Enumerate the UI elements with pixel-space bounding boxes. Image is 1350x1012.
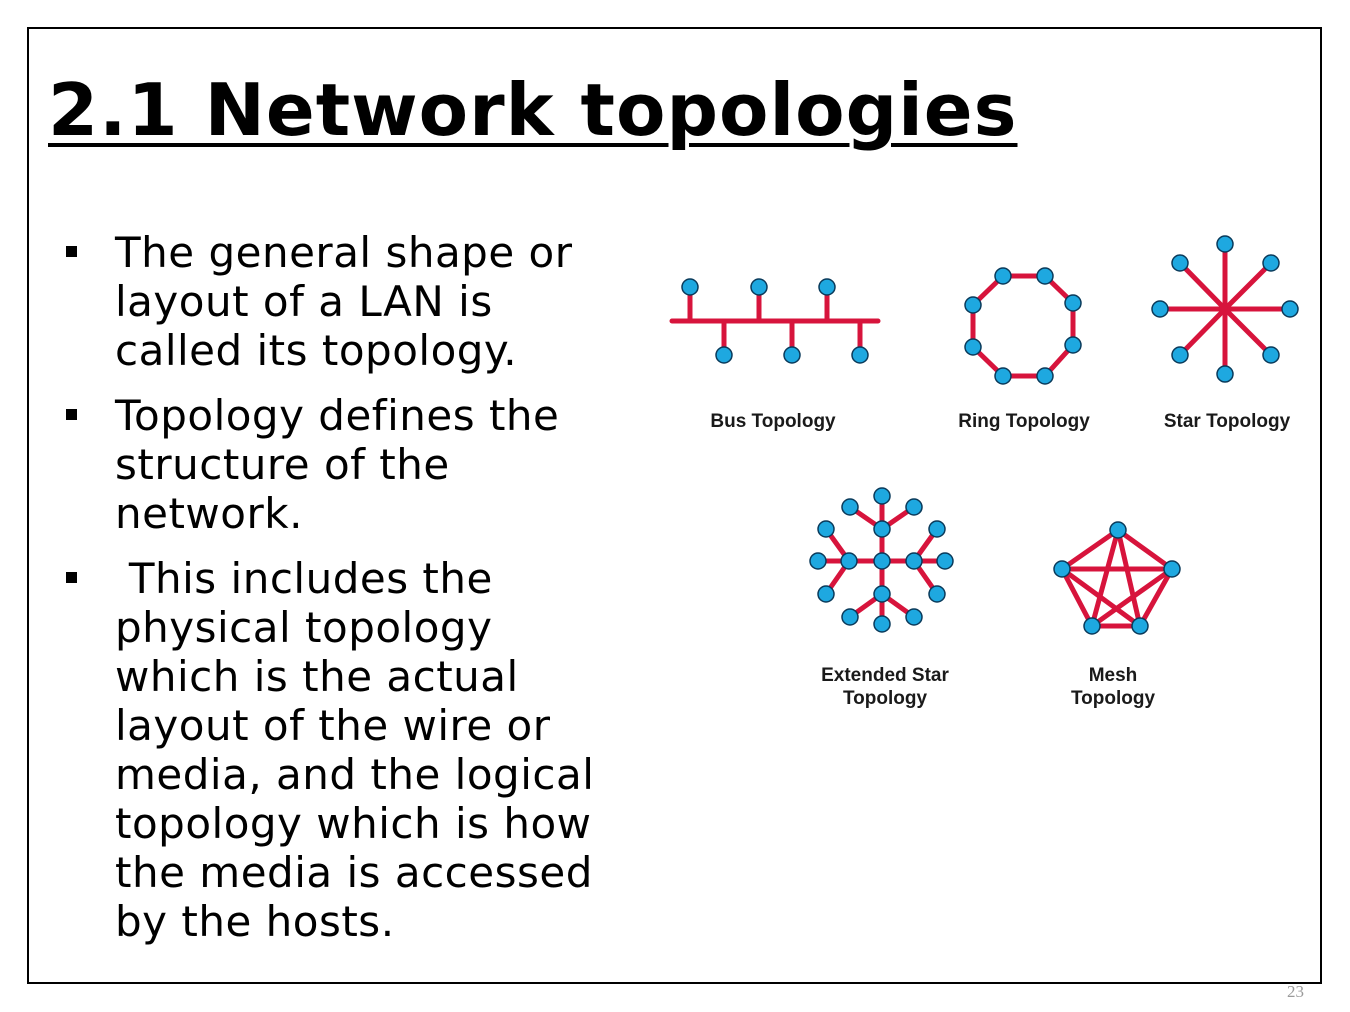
ring-node bbox=[1064, 336, 1082, 354]
star-node bbox=[1262, 346, 1280, 364]
bullet-text: This includes the physical topology whic… bbox=[115, 554, 609, 946]
bus-node bbox=[851, 346, 869, 364]
bullet-text: Topology defines the structure of the ne… bbox=[115, 391, 560, 538]
ring-node bbox=[1064, 294, 1082, 312]
extended-star-topology-caption-line2: Topology bbox=[843, 688, 928, 709]
star-node bbox=[1171, 254, 1189, 272]
square-bullet-icon bbox=[66, 409, 77, 420]
bus-node bbox=[750, 278, 768, 296]
extended-star-node bbox=[841, 608, 859, 626]
mesh-node bbox=[1109, 521, 1127, 539]
mesh-node bbox=[1083, 617, 1101, 635]
extended-star-node bbox=[809, 552, 827, 570]
square-bullet-icon bbox=[66, 572, 77, 583]
ring-node bbox=[994, 367, 1012, 385]
star-link bbox=[1222, 260, 1274, 312]
topology-diagram: Bus Topology Ring Topology Star Topology… bbox=[669, 235, 1299, 709]
extended-star-node bbox=[905, 608, 923, 626]
mesh-link bbox=[1059, 566, 1095, 629]
bullet-text: The general shape or layout of a LAN is … bbox=[115, 228, 573, 375]
ring-node bbox=[1036, 267, 1054, 285]
mesh-link bbox=[1089, 566, 1175, 629]
ring-topology-caption: Ring Topology bbox=[958, 411, 1090, 432]
extended-star-node bbox=[905, 498, 923, 516]
bullet-item: Topology defines the structure of the ne… bbox=[62, 391, 622, 538]
topology-links bbox=[669, 241, 1293, 629]
star-link bbox=[1222, 306, 1274, 358]
star-node bbox=[1216, 365, 1234, 383]
star-node bbox=[1216, 235, 1234, 253]
square-bullet-icon bbox=[66, 246, 77, 257]
mesh-node bbox=[1131, 617, 1149, 635]
extended-star-topology-caption-line1: Extended Star bbox=[821, 665, 949, 686]
extended-star-node bbox=[873, 520, 891, 538]
ring-node bbox=[964, 296, 982, 314]
extended-star-node bbox=[873, 585, 891, 603]
bus-node bbox=[715, 346, 733, 364]
bus-node bbox=[783, 346, 801, 364]
mesh-node bbox=[1163, 560, 1181, 578]
bus-topology-caption: Bus Topology bbox=[710, 411, 836, 432]
ring-node bbox=[964, 338, 982, 356]
extended-star-node bbox=[841, 498, 859, 516]
extended-star-node bbox=[928, 585, 946, 603]
star-node bbox=[1151, 300, 1169, 318]
extended-star-node bbox=[840, 552, 858, 570]
bullet-list: The general shape or layout of a LAN is … bbox=[62, 228, 622, 962]
bus-node bbox=[681, 278, 699, 296]
star-node bbox=[1262, 254, 1280, 272]
star-node bbox=[1281, 300, 1299, 318]
extended-star-node bbox=[928, 520, 946, 538]
mesh-link bbox=[1115, 527, 1175, 572]
bullet-item: The general shape or layout of a LAN is … bbox=[62, 228, 622, 375]
ring-node bbox=[994, 267, 1012, 285]
extended-star-node bbox=[873, 487, 891, 505]
star-topology-caption: Star Topology bbox=[1164, 411, 1291, 432]
extended-star-node bbox=[936, 552, 954, 570]
ring-node bbox=[1036, 367, 1054, 385]
mesh-link bbox=[1089, 527, 1121, 629]
bullet-item: This includes the physical topology whic… bbox=[62, 554, 622, 946]
extended-star-node bbox=[873, 615, 891, 633]
slide-title: 2.1 Network topologies bbox=[48, 68, 1018, 152]
mesh-node bbox=[1053, 560, 1071, 578]
bus-node bbox=[818, 278, 836, 296]
mesh-topology-caption-line1: Mesh bbox=[1089, 665, 1138, 686]
slide-number: 23 bbox=[1287, 982, 1304, 1001]
extended-star-node bbox=[873, 552, 891, 570]
mesh-link bbox=[1137, 566, 1175, 629]
mesh-topology-caption-line2: Topology bbox=[1071, 688, 1156, 709]
star-link bbox=[1177, 306, 1228, 358]
star-link bbox=[1177, 260, 1228, 312]
topology-nodes bbox=[681, 235, 1299, 635]
extended-star-node bbox=[817, 585, 835, 603]
slide-frame bbox=[27, 27, 1322, 984]
extended-star-node bbox=[817, 520, 835, 538]
mesh-link bbox=[1059, 566, 1143, 629]
mesh-link bbox=[1059, 527, 1121, 572]
mesh-link bbox=[1115, 527, 1143, 629]
star-node bbox=[1171, 346, 1189, 364]
extended-star-node bbox=[905, 552, 923, 570]
